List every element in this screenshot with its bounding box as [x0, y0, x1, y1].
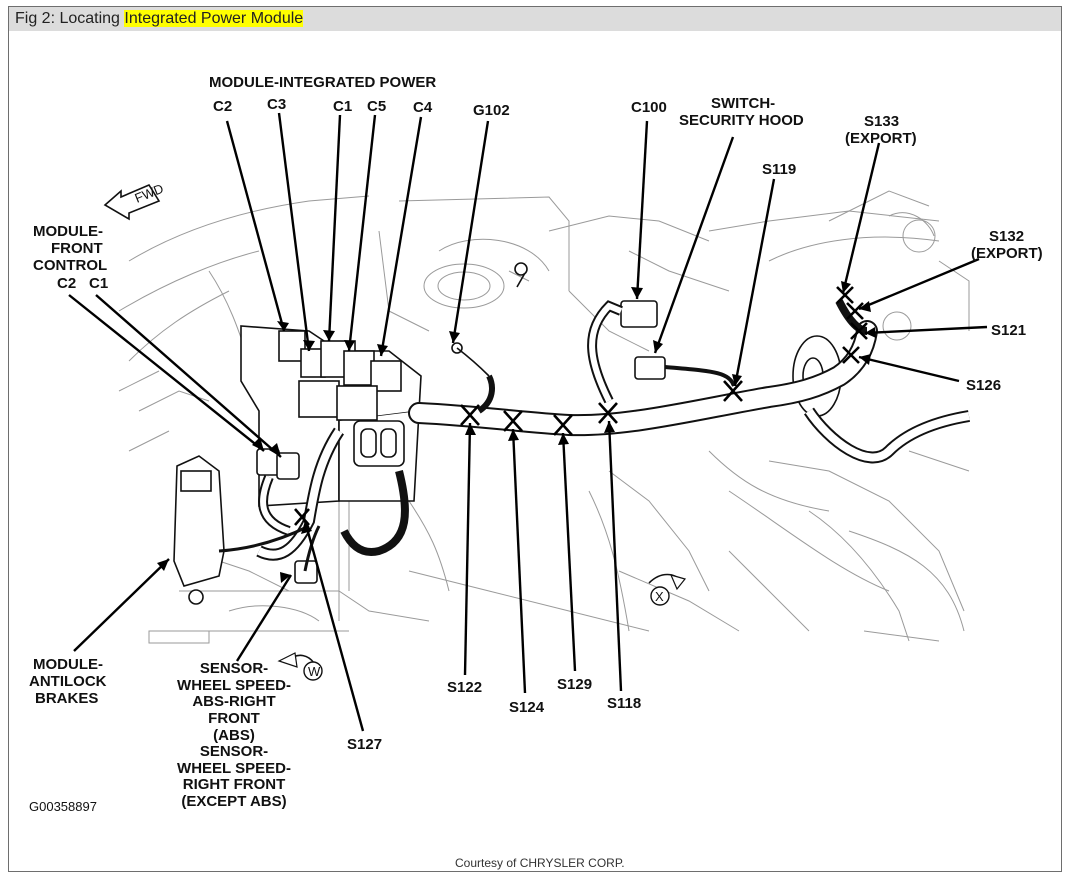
- splice-mark-s124: [503, 410, 523, 432]
- label-sensor-line8: RIGHT FRONT: [183, 776, 286, 793]
- leader-c2-left: [68, 294, 265, 452]
- leader-s121: [864, 325, 988, 335]
- leader-c100: [635, 120, 649, 300]
- leader-s118: [607, 420, 623, 692]
- leader-s119: [733, 178, 776, 387]
- leader-c5-top: [347, 114, 377, 352]
- splice-mark-s119: [723, 380, 743, 402]
- label-sensor-line7: WHEEL SPEED-: [177, 760, 291, 777]
- label-s127: S127: [347, 736, 382, 753]
- label-c4-top: C4: [413, 99, 433, 116]
- label-mfc-line3: CONTROL: [33, 257, 107, 274]
- wiring-diagram: FWD W X MODULE-INTEGRATED POWER C2 C3 C1…: [29, 74, 1043, 870]
- label-c3-top: C3: [267, 96, 286, 113]
- leader-s122: [463, 422, 472, 676]
- leader-c4-top: [379, 116, 423, 357]
- label-sensor-line9: (EXCEPT ABS): [181, 793, 286, 810]
- label-c100: C100: [631, 99, 667, 116]
- label-mfc-line1: MODULE-: [33, 223, 103, 240]
- leader-c1-top: [327, 114, 342, 342]
- splice-mark-s122: [460, 404, 480, 426]
- figure-code: G00358897: [29, 799, 97, 814]
- leader-s126: [858, 355, 960, 383]
- leader-switch: [653, 136, 735, 354]
- splice-mark-s126: [842, 346, 860, 364]
- fwd-arrow-icon: FWD: [103, 181, 166, 221]
- label-s122: S122: [447, 679, 482, 696]
- label-s132-line2: (EXPORT): [971, 245, 1043, 262]
- label-sensor-line3: ABS-RIGHT: [192, 693, 275, 710]
- figure-title-prefix: Fig 2: Locating: [15, 10, 125, 27]
- label-mab-line3: BRAKES: [35, 690, 98, 707]
- splice-mark-s127: [294, 508, 310, 526]
- label-c5-top: C5: [367, 98, 386, 115]
- leader-s124: [511, 428, 527, 694]
- label-s132-line1: S132: [989, 228, 1024, 245]
- view-w-icon: W: [277, 652, 323, 681]
- leader-s127: [303, 520, 365, 732]
- leader-s133: [841, 142, 881, 294]
- label-sensor-line4: FRONT: [208, 710, 260, 727]
- figure-title-bar: Fig 2: Locating Integrated Power Module: [9, 7, 1061, 31]
- splice-mark-s133: [836, 286, 854, 304]
- label-s119: S119: [762, 161, 796, 178]
- label-c1-top: C1: [333, 98, 352, 115]
- label-s118: S118: [607, 695, 641, 712]
- leader-c1-left: [95, 294, 282, 458]
- splice-marks: [294, 286, 868, 526]
- wiring-harness: [218, 299, 970, 572]
- leader-c3-top: [277, 112, 311, 352]
- label-module-integrated-power: MODULE-INTEGRATED POWER: [209, 74, 436, 91]
- label-s126: S126: [966, 377, 1001, 394]
- label-sensor-line5: (ABS): [213, 727, 255, 744]
- x-symbol-label: X: [655, 589, 664, 604]
- leader-g102: [451, 120, 490, 344]
- label-s129: S129: [557, 676, 592, 693]
- label-g102: G102: [473, 102, 510, 119]
- credit-line: Courtesy of CHRYSLER CORP.: [455, 856, 625, 870]
- leader-module-antilock: [73, 558, 170, 652]
- w-symbol-label: W: [308, 664, 321, 679]
- leader-s132: [858, 257, 980, 311]
- label-sensor-line1: SENSOR-: [200, 660, 268, 677]
- label-sensor-line6: SENSOR-: [200, 743, 268, 760]
- splice-mark-s121: [850, 322, 868, 340]
- label-s133-line1: S133: [864, 113, 899, 130]
- label-sensor-line2: WHEEL SPEED-: [177, 677, 291, 694]
- label-s121: S121: [991, 322, 1026, 339]
- figure-frame: Fig 2: Locating Integrated Power Module: [8, 6, 1062, 872]
- vehicle-structure-drawing: [118, 190, 970, 644]
- view-x-icon: X: [648, 573, 687, 606]
- label-s133-line2: (EXPORT): [845, 130, 917, 147]
- label-mab-line1: MODULE-: [33, 656, 103, 673]
- leader-sensor: [235, 574, 293, 662]
- label-switch-line1: SWITCH-: [711, 95, 775, 112]
- leader-c2-top: [225, 120, 286, 332]
- label-switch-line2: SECURITY HOOD: [679, 112, 804, 129]
- label-c2-left: C2: [57, 275, 76, 292]
- splice-mark-s129: [553, 414, 573, 436]
- label-mab-line2: ANTILOCK: [29, 673, 107, 690]
- splice-mark-s118: [598, 402, 618, 424]
- label-c2-top: C2: [213, 98, 232, 115]
- leader-s129: [561, 432, 577, 672]
- label-mfc-line2: FRONT: [51, 240, 103, 257]
- label-s124: S124: [509, 699, 545, 716]
- label-c1-left: C1: [89, 275, 108, 292]
- figure-title-highlight: Integrated Power Module: [124, 10, 304, 27]
- splice-mark-s132: [846, 302, 864, 320]
- leader-lines: [68, 112, 988, 732]
- callout-labels: MODULE-INTEGRATED POWER C2 C3 C1 C5 C4 G…: [29, 74, 1043, 870]
